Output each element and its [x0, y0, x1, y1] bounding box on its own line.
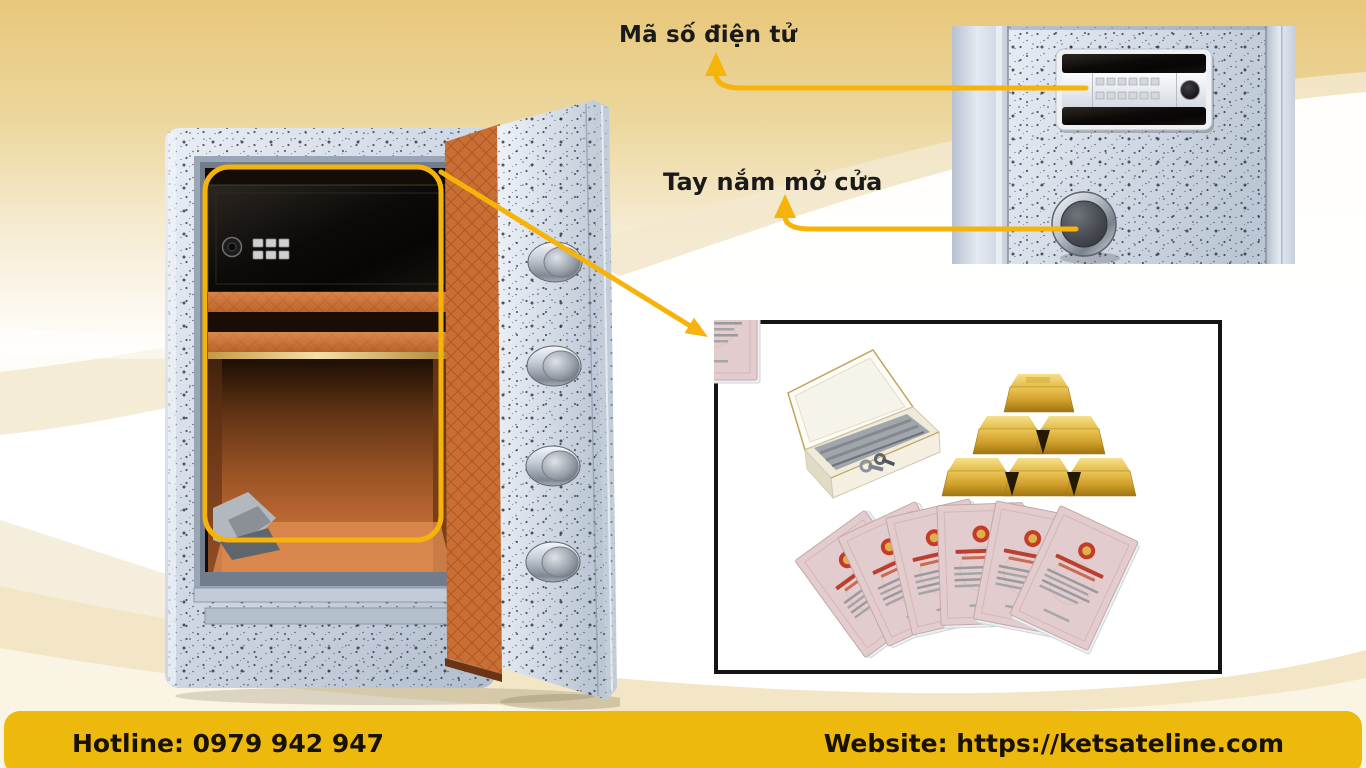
keypad-callout-label: Mã số điện tử — [619, 22, 798, 48]
website-text: Website: https://ketsateline.com — [823, 728, 1284, 758]
cash-box-image — [787, 349, 941, 500]
footer-bar: Hotline: 0979 942 947 Website: https://k… — [4, 711, 1362, 768]
land-certificates-image — [714, 320, 1142, 661]
valuables-inset-photo — [714, 320, 1222, 674]
safe-door — [497, 100, 617, 700]
safe-interior — [205, 168, 458, 572]
electronic-keypad — [1055, 48, 1214, 133]
hotline-text: Hotline: 0979 942 947 — [72, 728, 384, 758]
keypad-closeup-photo — [952, 26, 1295, 264]
open-safe-photo — [165, 100, 620, 710]
keypad-round-button — [1180, 80, 1200, 100]
gold-bars-image — [941, 374, 1137, 497]
door-knob — [1051, 191, 1120, 264]
handle-callout-label: Tay nắm mở cửa — [663, 168, 883, 196]
keys-icon — [859, 453, 896, 473]
door-inner-face — [445, 124, 502, 682]
keypad-buttons — [1095, 77, 1160, 100]
